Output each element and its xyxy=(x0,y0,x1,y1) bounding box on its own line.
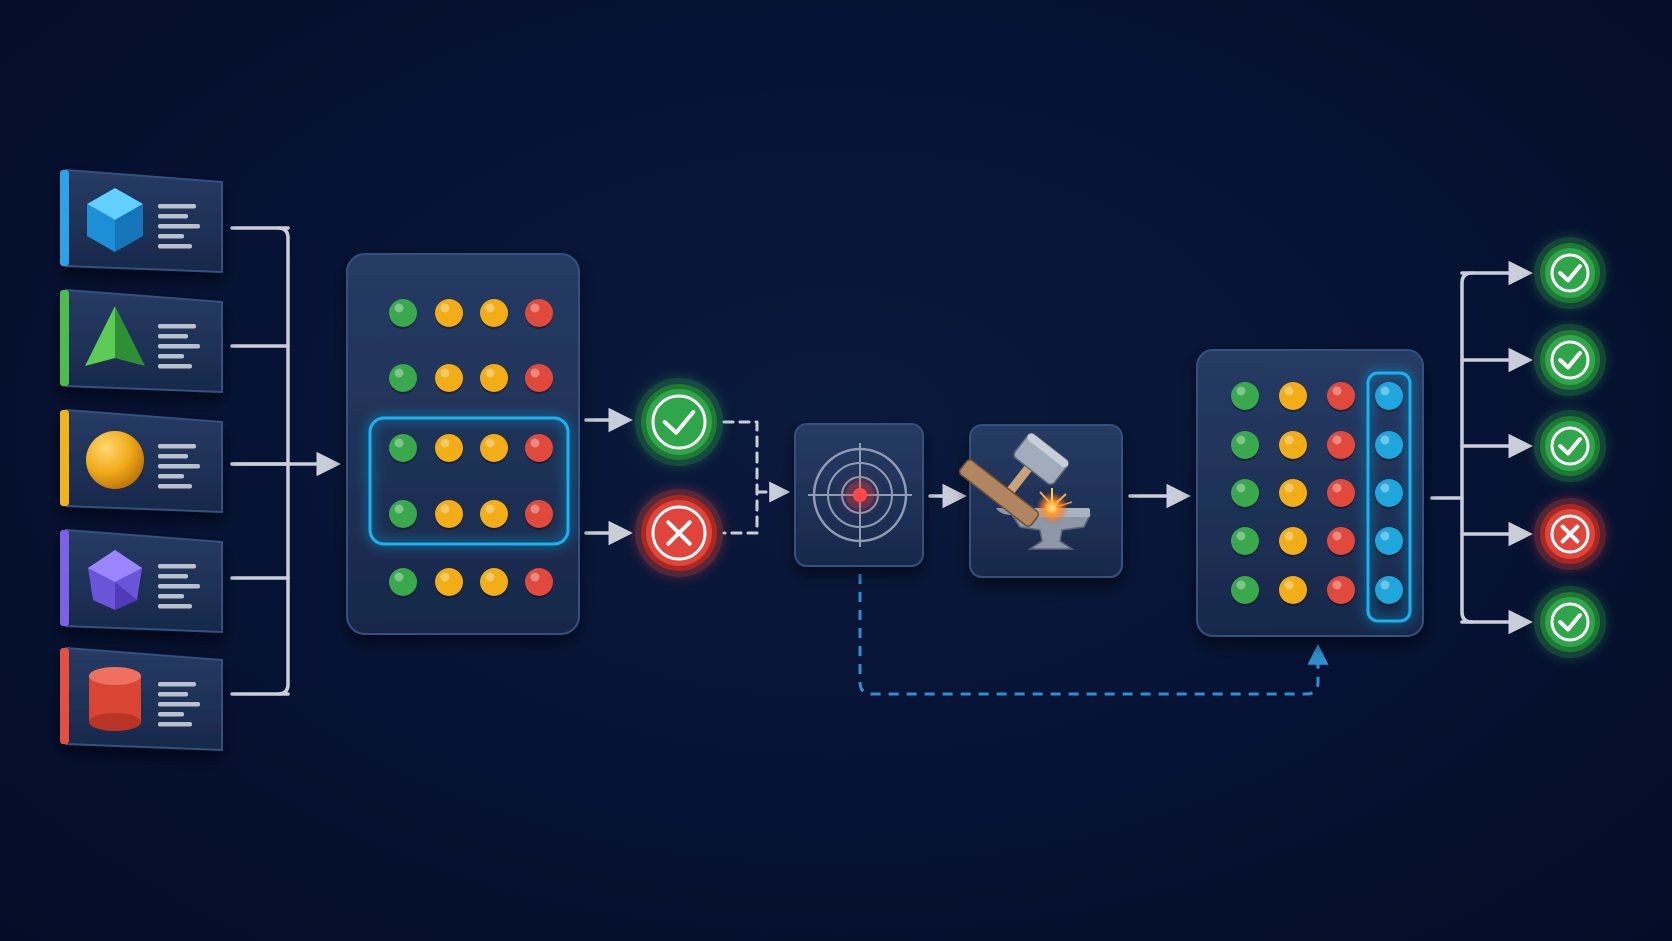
matrix-before-panel xyxy=(346,253,580,635)
split-results xyxy=(635,378,723,577)
input-card xyxy=(60,408,223,514)
matrix-dot xyxy=(525,364,553,394)
matrix-dot xyxy=(1231,431,1259,461)
matrix-dot xyxy=(389,500,417,530)
input-card xyxy=(60,168,223,274)
sphere-icon xyxy=(86,431,144,489)
matrix-dot xyxy=(1279,479,1307,509)
text-lines-icon xyxy=(158,682,200,727)
matrix-dot xyxy=(435,434,463,464)
matrix-dot xyxy=(480,500,508,530)
input-card xyxy=(60,528,223,634)
matrix-dot xyxy=(1375,479,1403,509)
matrix-dot xyxy=(435,500,463,530)
text-lines-icon xyxy=(158,564,200,609)
matrix-dot xyxy=(1327,527,1355,557)
dashed-merge xyxy=(722,420,759,535)
input-card xyxy=(60,288,223,394)
matrix-dot xyxy=(1375,382,1403,412)
text-lines-icon xyxy=(158,204,200,249)
final-results xyxy=(1534,237,1606,658)
matrix-dot xyxy=(1327,431,1355,461)
matrix-dot xyxy=(1375,431,1403,461)
card-accent-bar xyxy=(60,170,69,266)
matrix-dot xyxy=(1231,479,1259,509)
matrix-dot xyxy=(435,568,463,598)
matrix-dot xyxy=(1279,382,1307,412)
matrix-after-panel xyxy=(1196,349,1424,637)
matrix-dot xyxy=(480,434,508,464)
matrix-dot xyxy=(1231,576,1259,606)
card-accent-bar xyxy=(60,530,69,626)
fail-cross-icon xyxy=(1534,498,1606,570)
matrix-dot xyxy=(480,364,508,394)
matrix-dot xyxy=(1375,527,1403,557)
highlighted-column-frame xyxy=(1366,371,1412,623)
text-lines-icon xyxy=(158,444,200,489)
fail-cross-icon xyxy=(635,489,723,577)
matrix-dot xyxy=(1279,576,1307,606)
crosshair-target-icon xyxy=(808,443,912,547)
pyramid-icon xyxy=(85,306,145,366)
matrix-dot xyxy=(480,568,508,598)
input-cards xyxy=(60,168,223,752)
matrix-dot xyxy=(389,364,417,394)
text-lines-icon xyxy=(158,324,200,369)
connectors xyxy=(230,226,1533,696)
matrix-dot xyxy=(1279,527,1307,557)
matrix-dot xyxy=(1279,431,1307,461)
pass-check-icon xyxy=(1534,586,1606,658)
matrix-dot xyxy=(435,299,463,329)
card-accent-bar xyxy=(60,648,69,744)
matrix-dot xyxy=(525,434,553,464)
matrix-dot xyxy=(1327,382,1355,412)
highlighted-rows-frame xyxy=(368,416,570,546)
matrix-dot xyxy=(389,299,417,329)
matrix-dot xyxy=(525,568,553,598)
matrix-dot xyxy=(389,434,417,464)
cube-icon xyxy=(87,188,143,252)
matrix-dot xyxy=(389,568,417,598)
matrix-dot xyxy=(480,299,508,329)
feedback-path xyxy=(858,574,1329,696)
matrix-dot xyxy=(525,500,553,530)
matrix-panel xyxy=(346,253,580,635)
matrix-dot xyxy=(525,299,553,329)
matrix-dot xyxy=(1327,576,1355,606)
pass-check-icon xyxy=(1534,237,1606,309)
pass-check-icon xyxy=(1534,410,1606,482)
matrix-dot xyxy=(1327,479,1355,509)
cylinder-icon xyxy=(89,667,141,731)
polyhedron-icon xyxy=(88,550,142,610)
matrix-dot xyxy=(1231,382,1259,412)
input-bracket xyxy=(276,226,290,696)
forge-step-panel xyxy=(958,424,1123,578)
card-accent-bar xyxy=(60,290,69,386)
pass-check-icon xyxy=(635,378,723,466)
matrix-dot xyxy=(1231,527,1259,557)
card-accent-bar xyxy=(60,410,69,506)
hammer-anvil-icon xyxy=(958,433,1092,550)
pass-check-icon xyxy=(1534,324,1606,396)
input-card xyxy=(60,646,223,752)
matrix-dot xyxy=(1375,576,1403,606)
matrix-dot xyxy=(435,364,463,394)
target-step-panel xyxy=(794,423,924,567)
